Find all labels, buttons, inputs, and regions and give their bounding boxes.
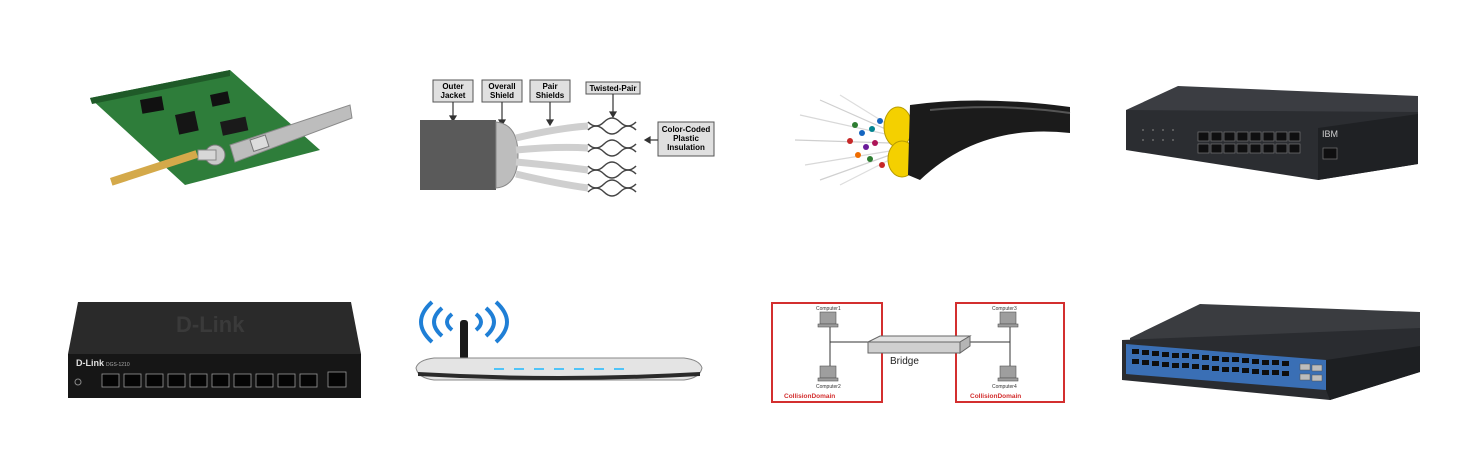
computer1-label: Computer1	[816, 306, 841, 312]
label-outer-jacket: Outer Jacket	[432, 79, 474, 103]
label-color-coded: Color-Coded Plastic Insulation	[657, 121, 715, 157]
computer2-label: Computer2	[816, 384, 841, 390]
svg-text:Jacket: Jacket	[441, 91, 466, 100]
computer3-label: Computer3	[992, 306, 1017, 312]
label-pair-shields: Pair Shields	[529, 79, 571, 103]
stp-cable-diagram: Outer Jacket Overall Shield Pair Shields…	[418, 78, 720, 197]
dlink-switch-image: D-Link D-Link DGS-1210	[66, 302, 364, 400]
bridge-label: Bridge	[890, 356, 919, 367]
svg-text:Overall: Overall	[488, 82, 515, 91]
svg-text:Color-Coded: Color-Coded	[662, 125, 711, 134]
bridge-diagram-image: Computer1 Computer2 Computer3 Computer4 …	[770, 302, 1066, 404]
ibm-logo: IBM	[1322, 129, 1338, 139]
dlink-front-logo: D-Link	[76, 358, 105, 368]
svg-text:Twisted-Pair: Twisted-Pair	[590, 84, 637, 93]
rack-switch-image	[1120, 302, 1425, 402]
svg-text:Pair: Pair	[542, 82, 557, 91]
svg-text:Plastic: Plastic	[673, 134, 699, 143]
dlink-model-label: DGS-1210	[106, 362, 130, 368]
collision-domain-left-label: CollisionDomain	[784, 393, 835, 400]
computer4-label: Computer4	[992, 384, 1017, 390]
collision-domain-right-label: CollisionDomain	[970, 393, 1021, 400]
label-twisted-pair: Twisted-Pair	[585, 81, 641, 95]
svg-text:Shield: Shield	[490, 91, 514, 100]
fiber-optic-cable-image	[780, 85, 1075, 190]
nic-card-image	[80, 60, 360, 200]
svg-text:Insulation: Insulation	[667, 143, 705, 152]
svg-text:Shields: Shields	[536, 91, 565, 100]
label-overall-shield: Overall Shield	[481, 79, 523, 103]
ibm-switch-image: IBM	[1118, 84, 1423, 184]
wireless-router-image	[414, 300, 704, 384]
dlink-top-logo: D-Link	[176, 312, 245, 337]
svg-text:Outer: Outer	[442, 82, 463, 91]
wifi-signal-icon	[419, 300, 509, 344]
